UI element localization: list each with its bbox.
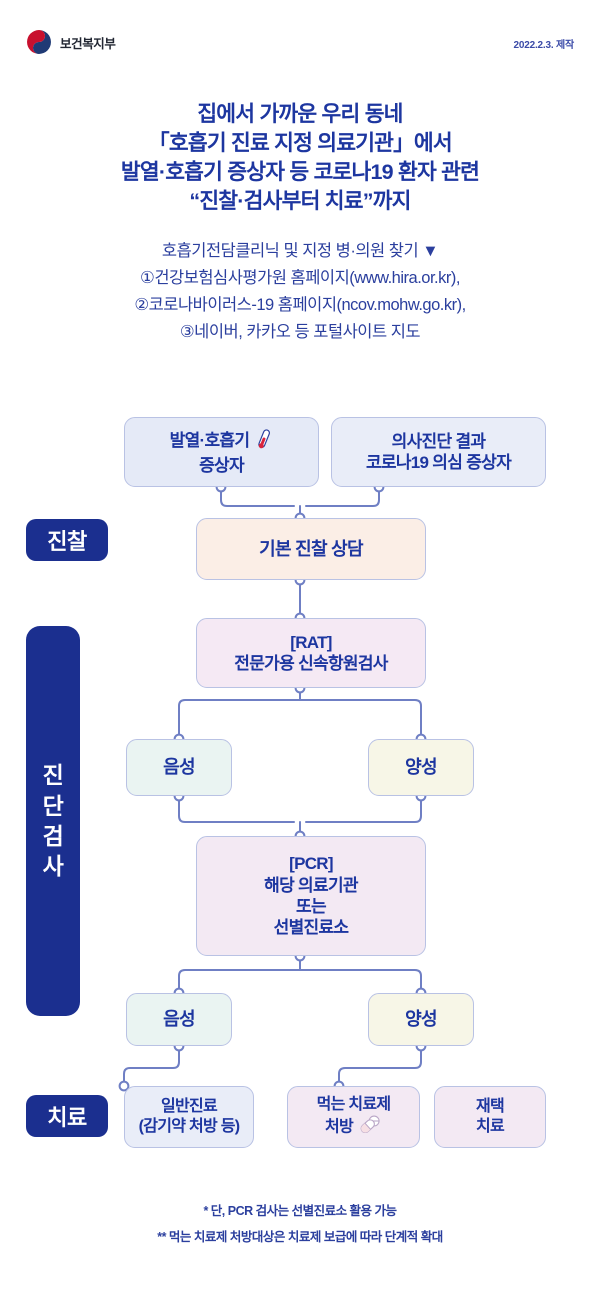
node-pcr-positive-label: 양성	[405, 1009, 437, 1030]
stage-label-diagnosis-char-1: 진	[42, 762, 64, 789]
node-rat-line-2: 전문가용 신속항원검사	[234, 654, 388, 673]
ministry-logo-group: 보건복지부	[26, 29, 116, 55]
node-rat-positive-label: 양성	[405, 757, 437, 778]
stage-label-diagnosis-char-3: 검	[42, 823, 64, 849]
footnote-line-1: * 단, PCR 검사는 선별진료소 활용 가능	[203, 1204, 397, 1218]
node-general-care[interactable]: 일반진료 (감기약 처방 등)	[124, 1086, 254, 1148]
node-source-doctor-line-2: 코로나19 의심 증상자	[365, 453, 512, 472]
stage-label-treatment-text: 치료	[47, 1105, 87, 1130]
subtitle-line-1: 호흡기전담클리닉 및 지정 병·의원 찾기 ▼	[161, 242, 439, 260]
node-rat-negative[interactable]: 음성	[126, 739, 232, 796]
node-rat-line-1: [RAT]	[290, 632, 332, 652]
stage-label-diagnosis-char-2: 단	[42, 792, 64, 819]
footnote-line-2: ** 먹는 치료제 처방대상은 치료제 보급에 따라 단계적 확대	[157, 1230, 443, 1244]
node-consultation[interactable]: 기본 진찰 상담	[196, 518, 426, 580]
ministry-name: 보건복지부	[60, 36, 116, 51]
node-source-fever-line-2: 증상자	[199, 456, 245, 475]
stage-label-diagnosis: 진 단 검 사	[26, 626, 80, 1016]
stage-label-exam: 진찰	[26, 519, 108, 561]
node-oral-drug-line-2: 처방	[324, 1118, 354, 1136]
node-rat[interactable]: [RAT] 전문가용 신속항원검사	[196, 618, 426, 688]
thermometer-icon	[255, 428, 273, 455]
stage-label-diagnosis-char-4: 사	[42, 853, 64, 880]
node-pcr-negative-label: 음성	[163, 1009, 195, 1030]
node-oral-drug-line-1: 먹는 치료제	[316, 1095, 392, 1113]
node-pcr-line-3: 또는	[296, 897, 327, 916]
taegeuk-icon	[27, 30, 51, 54]
node-general-care-line-1: 일반진료	[160, 1097, 218, 1115]
node-pcr-line-4: 선별진료소	[273, 918, 349, 938]
subtitle-line-3: ②코로나바이러스-19 홈페이지(ncov.mohw.go.kr),	[134, 296, 466, 314]
node-home-care-line-2: 치료	[475, 1118, 505, 1135]
pills-icon	[358, 1115, 382, 1139]
subtitle-block: 호흡기전담클리닉 및 지정 병·의원 찾기 ▼ ①건강보험심사평가원 홈페이지(…	[0, 238, 600, 346]
subtitle-line-4: ③네이버, 카카오 등 포털사이트 지도	[179, 323, 421, 341]
page-header: 보건복지부 2022.2.3. 제작	[0, 0, 600, 78]
stage-label-treatment: 치료	[26, 1095, 108, 1137]
node-source-fever[interactable]: 발열·호흡기 증상자	[124, 417, 319, 487]
node-pcr[interactable]: [PCR] 해당 의료기관 또는 선별진료소	[196, 836, 426, 956]
node-pcr-positive[interactable]: 양성	[368, 993, 474, 1046]
node-source-doctor-line-1: 의사진단 결과	[391, 431, 486, 451]
title-line-4: “진찰·검사부터 치료”까지	[189, 189, 411, 213]
node-home-care[interactable]: 재택 치료	[434, 1086, 546, 1148]
node-pcr-negative[interactable]: 음성	[126, 993, 232, 1046]
node-rat-negative-label: 음성	[163, 757, 195, 778]
subtitle-line-2: ①건강보험심사평가원 홈페이지(www.hira.or.kr),	[140, 269, 460, 287]
production-date: 2022.2.3. 제작	[513, 40, 575, 51]
title-line-1: 집에서 가까운 우리 동네	[197, 102, 403, 126]
node-rat-positive[interactable]: 양성	[368, 739, 474, 796]
node-general-care-line-2: (감기약 처방 등)	[138, 1118, 241, 1135]
title-line-3: 발열·호흡기 증상자 등 코로나19 환자 관련	[120, 160, 480, 184]
footnotes: * 단, PCR 검사는 선별진료소 활용 가능 ** 먹는 치료제 처방대상은…	[0, 1198, 600, 1250]
node-pcr-line-2: 해당 의료기관	[264, 875, 358, 895]
stage-label-exam-text: 진찰	[47, 529, 87, 554]
node-pcr-line-1: [PCR]	[289, 854, 333, 874]
node-home-care-line-1: 재택	[475, 1097, 505, 1115]
node-consultation-line-1: 기본 진찰 상담	[259, 538, 363, 559]
node-oral-drug[interactable]: 먹는 치료제 처방	[287, 1086, 420, 1148]
title-line-2: 「호흡기 진료 지정 의료기관」에서	[148, 131, 452, 155]
page-title: 집에서 가까운 우리 동네 「호흡기 진료 지정 의료기관」에서 발열·호흡기 …	[0, 100, 600, 216]
node-source-fever-line-1: 발열·호흡기	[169, 430, 250, 450]
node-source-doctor[interactable]: 의사진단 결과 코로나19 의심 증상자	[331, 417, 546, 487]
